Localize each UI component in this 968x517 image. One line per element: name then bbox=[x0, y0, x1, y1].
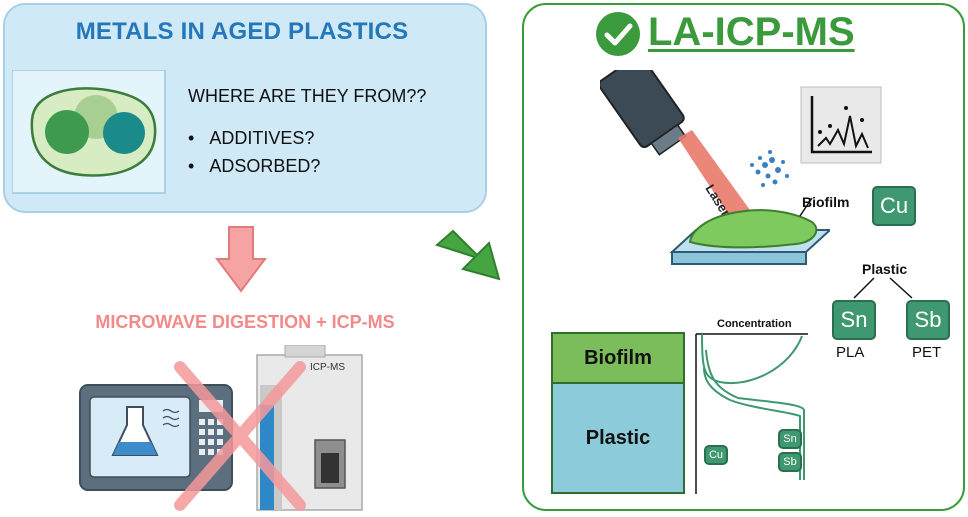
ablation-plume bbox=[750, 150, 789, 187]
icpms-label: ICP-MS bbox=[310, 362, 345, 373]
plastic-branch-lines bbox=[853, 277, 913, 299]
la-icpms-title: LA-ICP-MS bbox=[648, 10, 855, 54]
laser-beam bbox=[678, 130, 750, 220]
particle-teal bbox=[103, 112, 145, 154]
waves-icon bbox=[162, 408, 180, 428]
spectrum-chart-icon bbox=[800, 86, 882, 164]
bullet-additives-label: ADDITIVES? bbox=[209, 128, 315, 148]
origin-question: WHERE ARE THEY FROM?? bbox=[188, 86, 427, 106]
depth-layer-plastic: Plastic bbox=[551, 382, 685, 494]
depth-profile-plot bbox=[695, 333, 808, 494]
profile-legend-cu: Cu bbox=[704, 445, 728, 465]
icpms-detector-window bbox=[321, 453, 339, 483]
polymer-label-pla: PLA bbox=[836, 344, 865, 361]
concentration-axis-label: Concentration bbox=[717, 318, 792, 330]
biofilm-label: Biofilm bbox=[802, 194, 850, 210]
cross-icon bbox=[174, 361, 306, 511]
element-box-sn: Sn bbox=[832, 300, 876, 340]
panel-title: METALS IN AGED PLASTICS bbox=[75, 18, 409, 45]
particle-green bbox=[45, 110, 89, 154]
biofilm-layer bbox=[688, 209, 818, 249]
bullet-adsorbed: • ADSORBED? bbox=[188, 156, 321, 176]
cu-profile-line bbox=[701, 333, 803, 385]
profile-legend-sb: Sb bbox=[778, 452, 802, 472]
laser-ablation-illustration: Laser bbox=[600, 70, 830, 265]
checkmark-icon bbox=[596, 12, 640, 56]
microwave-method-label: MICROWAVE DIGESTION + ICP-MS bbox=[95, 312, 395, 332]
down-arrow-icon bbox=[215, 226, 267, 293]
sn-profile-line bbox=[703, 367, 801, 480]
plastic-label: Plastic bbox=[862, 261, 908, 277]
microwave-icpms-illustration: ICP-MS bbox=[79, 345, 363, 511]
flask-liquid bbox=[113, 442, 157, 455]
bullet-additives: • ADDITIVES? bbox=[188, 128, 315, 148]
biofilm-pointer bbox=[799, 197, 813, 217]
icpms-top bbox=[284, 345, 326, 358]
plastic-slab-side bbox=[671, 251, 807, 265]
element-box-cu: Cu bbox=[872, 186, 916, 226]
element-box-sb: Sb bbox=[906, 300, 950, 340]
sb-profile-line bbox=[705, 349, 805, 480]
bullet-adsorbed-label: ADSORBED? bbox=[209, 156, 321, 176]
laser-head bbox=[600, 70, 687, 156]
polymer-label-pet: PET bbox=[912, 344, 942, 361]
profile-legend-sn: Sn bbox=[778, 429, 802, 449]
cell-illustration bbox=[12, 70, 166, 194]
depth-layer-biofilm: Biofilm bbox=[551, 332, 685, 384]
icpms-blue-strip bbox=[260, 405, 274, 510]
green-arrow-icon bbox=[435, 229, 501, 281]
